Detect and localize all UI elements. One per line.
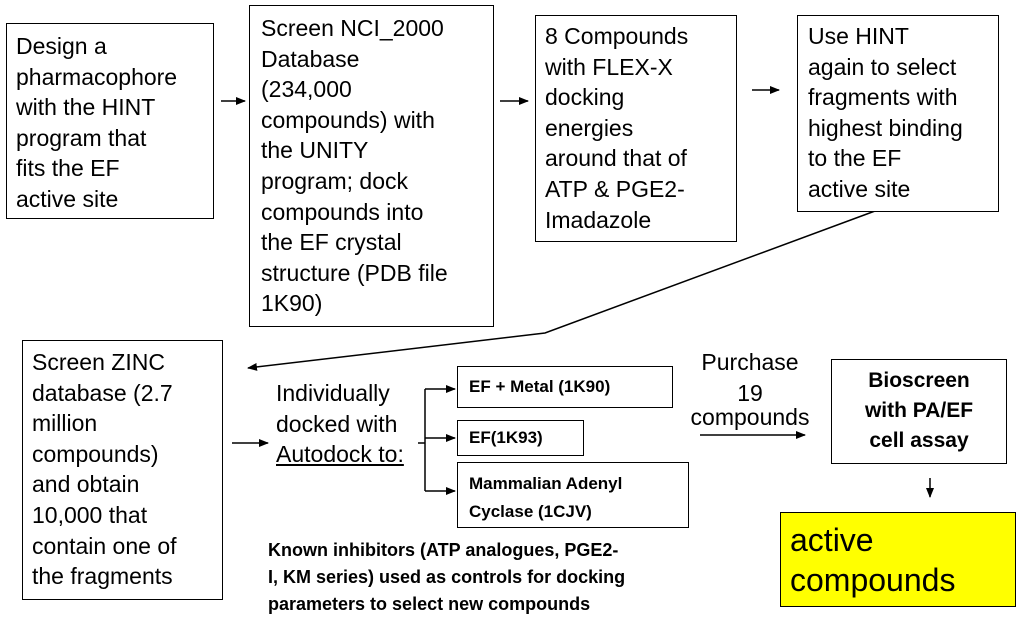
step-design-pharmacophore: [6, 23, 214, 219]
step-use-hint-again-text: Use HINT again to select fragments with …: [808, 23, 963, 202]
controls-note: Known inhibitors (ATP analogues, PGE2- I…: [268, 540, 626, 614]
step-bioscreen: [831, 359, 1007, 464]
target-ef-metal-label: EF + Metal (1K90): [469, 377, 611, 396]
docked-label: Individually docked with Autodock to:: [276, 380, 404, 468]
target-ef-1k93: [457, 420, 584, 456]
step-screen-nci: [249, 5, 494, 327]
autodock-label: Autodock to:: [276, 441, 404, 468]
target-adenyl-cyclase-label: Mammalian Adenyl Cyclase (1CJV): [469, 474, 623, 521]
step-screen-zinc-text: Screen ZINC database (2.7 million compou…: [32, 349, 177, 590]
step-bioscreen-text: Bioscreen with PA/EF cell assay: [864, 369, 974, 452]
step-screen-zinc: [22, 340, 223, 600]
step-screen-nci-text: Screen NCI_2000 Database (234,000 compou…: [261, 15, 448, 317]
step-flexx-compounds: [535, 15, 737, 242]
target-ef-metal: [457, 366, 673, 408]
active-compounds-box: [780, 512, 1016, 607]
active-compounds-text: active compounds: [790, 522, 956, 598]
target-ef-1k93-label: EF(1K93): [469, 428, 543, 447]
step-flexx-compounds-text: 8 Compounds with FLEX-X docking energies…: [545, 23, 689, 233]
step-use-hint-again: [797, 15, 999, 212]
target-adenyl-cyclase: [457, 462, 689, 528]
step-design-pharmacophore-text: Design a pharmacophore with the HINT pro…: [16, 33, 178, 212]
arrow-step4-to-step5: [247, 210, 876, 371]
purchase-label: Purchase 19 compounds: [690, 349, 810, 431]
